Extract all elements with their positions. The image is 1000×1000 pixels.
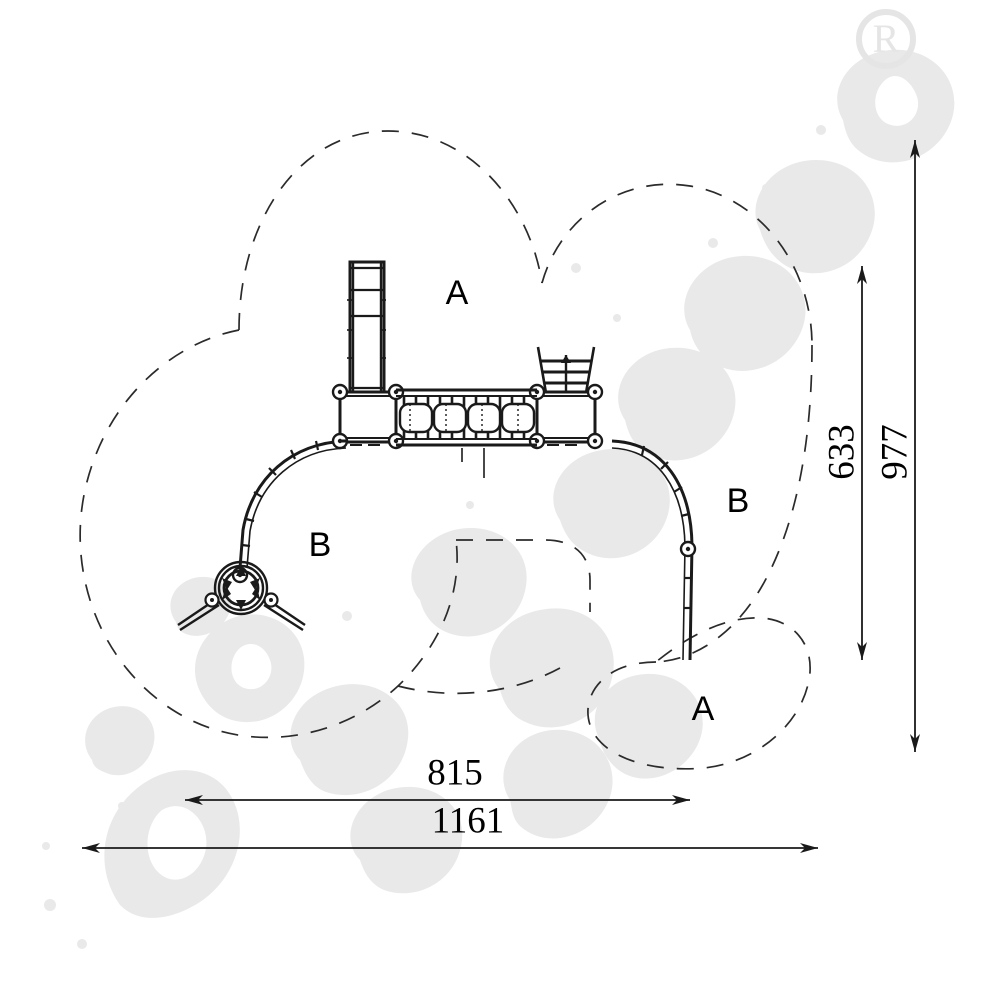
barrel-segment (398, 402, 434, 434)
watermark-brand-glyphs (42, 49, 955, 949)
right-arc-rail (611, 439, 697, 661)
dim-line-1161 (82, 843, 818, 853)
zone-label-b-right: B (727, 482, 750, 520)
safety-zone-b-left-arc (79, 329, 458, 739)
left-platform (331, 383, 405, 450)
dim-value-815: 815 (427, 752, 483, 793)
dim-line-815 (185, 795, 690, 805)
safety-zone-right-arc (655, 344, 813, 663)
safety-zone-inner-contour (456, 539, 591, 612)
ring-element (177, 560, 306, 632)
safety-zone-a-top-left-arc (238, 130, 543, 331)
zone-label-a-top: A (446, 274, 469, 312)
slide (347, 260, 386, 398)
safety-zone-outlines (79, 130, 813, 770)
dim-value-977: 977 (874, 424, 915, 480)
dim-line-633 (857, 266, 867, 660)
bridge (396, 388, 537, 478)
safety-zone-a-top-right-arc (541, 183, 813, 346)
svg-text:R: R (873, 16, 900, 61)
zone-label-b-left: B (309, 526, 332, 564)
zone-label-a-bottom: A (692, 690, 715, 728)
left-arc-rail (238, 439, 347, 569)
registered-trademark-icon: R (856, 9, 916, 69)
barrel-segment (432, 402, 468, 434)
dim-value-633: 633 (821, 424, 862, 480)
dim-line-977 (910, 140, 920, 752)
dim-value-1161: 1161 (432, 800, 505, 841)
right-platform (528, 383, 604, 450)
barrel-segment (466, 402, 502, 434)
dimension-lines (82, 140, 920, 853)
safety-zone-a-bottom-lobe (587, 617, 811, 770)
